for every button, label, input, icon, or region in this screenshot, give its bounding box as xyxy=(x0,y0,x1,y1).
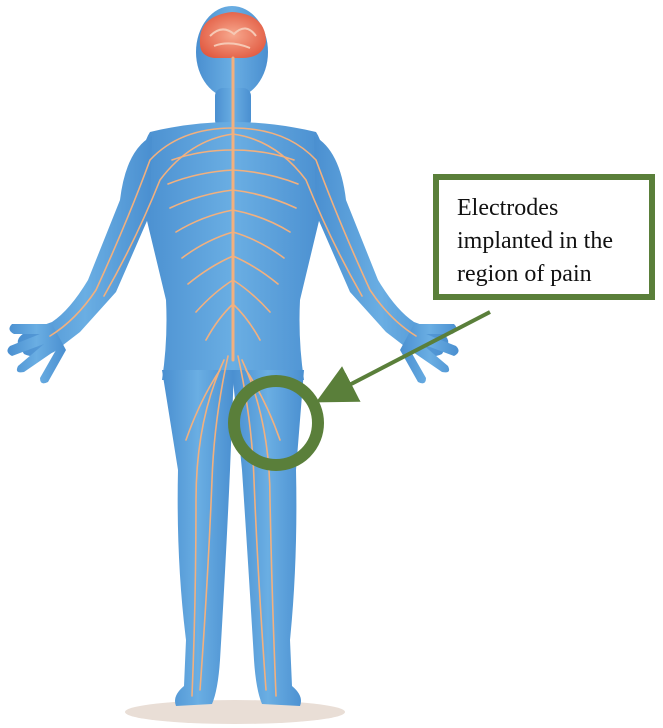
left-arm xyxy=(18,136,152,357)
callout-line-3: region of pain xyxy=(457,258,649,291)
left-leg xyxy=(162,370,234,706)
callout-box: Electrodes implanted in the region of pa… xyxy=(433,174,655,300)
callout-line-1: Electrodes xyxy=(457,192,649,225)
callout-line-2: implanted in the xyxy=(457,225,649,258)
floor-shadow xyxy=(125,700,345,724)
right-arm xyxy=(314,136,448,357)
right-leg xyxy=(232,370,304,706)
